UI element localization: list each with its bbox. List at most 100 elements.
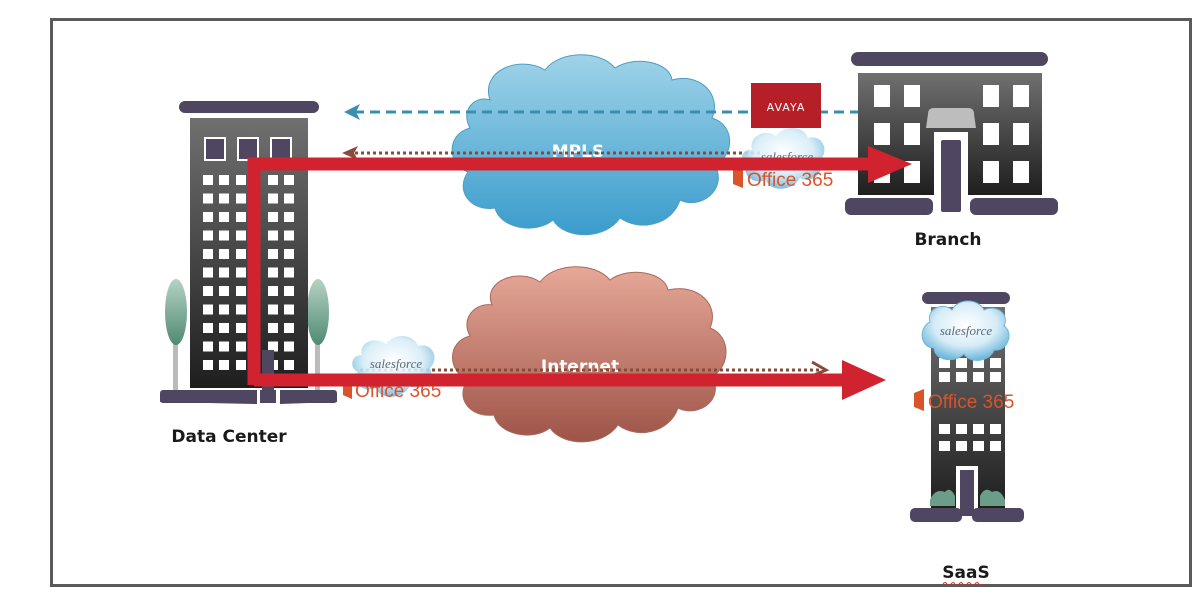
window [203,212,213,222]
svg-text:Office 365: Office 365 [928,392,1014,413]
window [203,341,213,352]
window [990,358,1001,368]
window [203,323,213,333]
window [983,123,999,145]
branch-building: Branch [845,52,1058,250]
window [983,85,999,107]
window [904,85,920,107]
window [1013,161,1029,183]
window [904,161,920,183]
window [236,175,246,185]
spellcheck-underline [942,582,984,586]
window [203,193,213,204]
window [203,286,213,296]
window [268,212,278,222]
window [874,123,890,145]
window [268,267,278,278]
window [983,161,999,183]
saas-building: salesforce Office 365 SaaS [910,292,1024,586]
window [236,360,246,370]
window [284,267,294,278]
window [990,424,1001,434]
window [284,212,294,222]
traffic-path-saas [254,360,886,400]
window [236,323,246,333]
window [219,175,229,185]
internet-label: Internet [541,357,619,377]
window [219,193,229,204]
window [973,441,984,451]
window [939,424,950,434]
window [956,372,967,382]
window [284,360,294,370]
window [236,212,246,222]
window-grid [939,358,1001,451]
data-center-label: Data Center [171,427,287,447]
window [219,230,229,241]
saas-label: SaaS [942,563,989,583]
window [939,441,950,451]
window-grid [203,175,294,370]
office-icon [733,166,743,188]
window [284,323,294,333]
arrowhead-icon [344,104,360,120]
window [990,372,1001,382]
traffic-path-branch [247,146,912,385]
window [956,358,967,368]
window [268,286,278,296]
avaya-logo: AVAYA [751,83,821,128]
svg-text:salesforce: salesforce [940,323,992,338]
svg-text:salesforce: salesforce [370,356,422,371]
arrowhead-icon [868,146,912,183]
window [268,341,278,352]
window [956,424,967,434]
window [904,123,920,145]
window [219,323,229,333]
window [236,230,246,241]
window [973,424,984,434]
salesforce-logo: salesforce [921,300,1010,361]
window [236,249,246,259]
arrowhead-icon [842,360,886,400]
window [284,249,294,259]
window [268,193,278,204]
window [284,304,294,315]
window [284,230,294,241]
window [203,267,213,278]
arrowhead-icon [342,146,358,160]
window [203,175,213,185]
window [284,193,294,204]
svg-text:Office 365: Office 365 [747,170,833,191]
window [1013,85,1029,107]
window [973,358,984,368]
window [236,193,246,204]
window [1013,123,1029,145]
window [268,230,278,241]
window [268,304,278,315]
window [203,249,213,259]
mpls-cloud: MPLS [451,54,731,236]
window [219,212,229,222]
window [219,304,229,315]
window [990,441,1001,451]
tree-icon [307,279,329,390]
window [236,304,246,315]
branch-label: Branch [914,230,981,250]
window [284,341,294,352]
window [219,341,229,352]
app-badge-internet: salesforce Office 365 [343,335,441,402]
window [203,304,213,315]
window [236,267,246,278]
window [973,372,984,382]
window [219,286,229,296]
tree-icon [165,279,187,390]
window [939,358,950,368]
window [284,175,294,185]
window [874,85,890,107]
window [236,286,246,296]
data-return-arrow [342,146,760,160]
svg-text:AVAYA: AVAYA [767,101,806,114]
window [236,341,246,352]
window-grid [874,85,1029,183]
